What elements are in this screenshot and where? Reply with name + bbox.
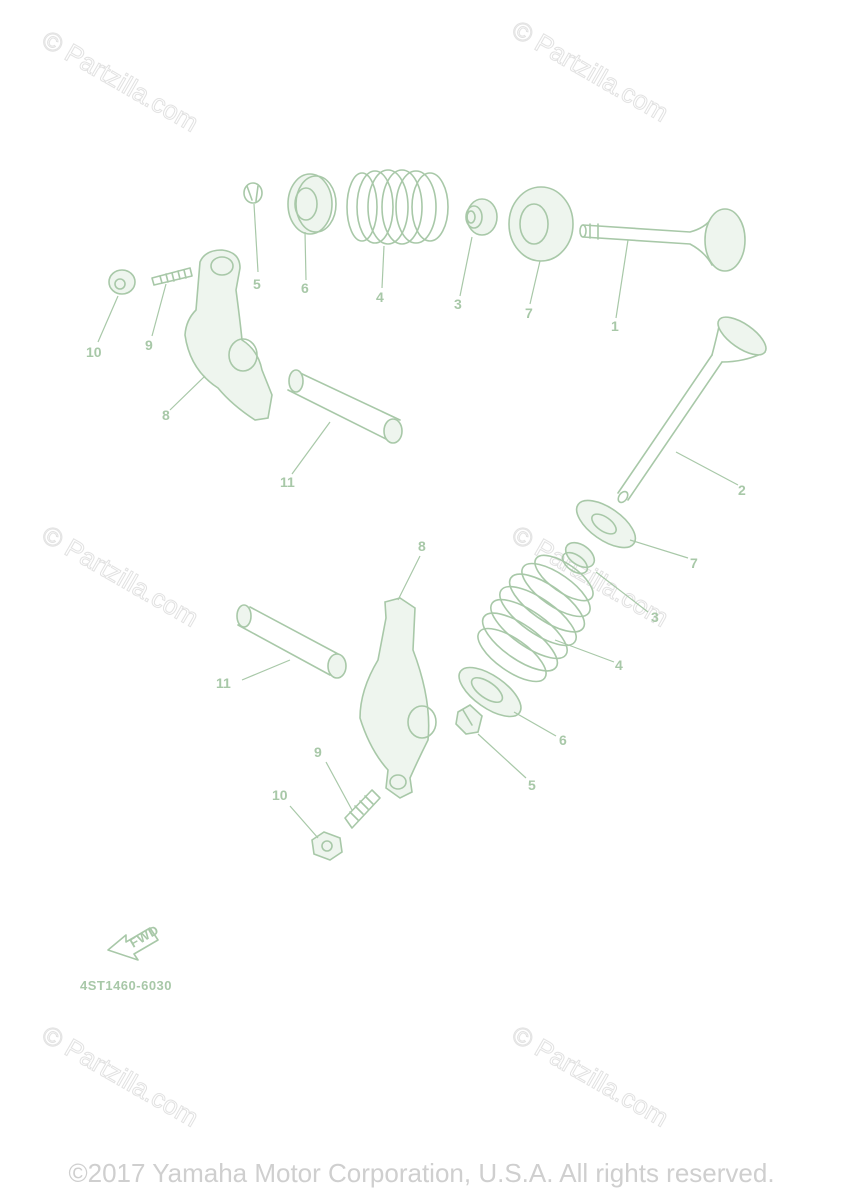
callout-label: 10 (272, 787, 288, 803)
callout-label: 4 (376, 289, 384, 305)
callout-label: 6 (301, 280, 309, 296)
watermark: © Partzilla.com (507, 14, 674, 128)
callout-label: 7 (525, 305, 533, 321)
callout-label: 4 (615, 657, 623, 673)
valve-stem-seal-part (465, 198, 498, 236)
callout-label: 1 (611, 318, 619, 334)
callout-label: 3 (454, 296, 462, 312)
watermark: © Partzilla.com (507, 1019, 674, 1133)
valve-cotter-part (455, 704, 483, 735)
callout-label: 2 (738, 482, 746, 498)
intake-valve-part (579, 208, 746, 272)
rocker-arm-part (359, 597, 437, 799)
valve-cotter-part (243, 182, 263, 204)
rocker-shaft-part (236, 604, 347, 679)
valve-spring-part (477, 554, 594, 683)
watermark: © Partzilla.com (37, 1019, 204, 1133)
fwd-arrow-icon: FWD (107, 922, 161, 961)
callout-label: 9 (145, 337, 153, 353)
upper-assembly: 5 6 4 3 7 1 10 9 8 11 2 (86, 169, 767, 504)
adjusting-screw-part (344, 789, 381, 829)
callout-label: 11 (280, 474, 295, 490)
spring-retainer-part (287, 173, 337, 235)
watermark: © Partzilla.com (37, 519, 204, 633)
callout-label: 10 (86, 344, 102, 360)
locknut-part (311, 831, 343, 861)
copyright-notice: ©2017 Yamaha Motor Corporation, U.S.A. A… (68, 1158, 775, 1188)
spring-seat-part (508, 186, 574, 262)
drawing-code: 4ST1460-6030 (80, 978, 172, 993)
callout-label: 5 (253, 276, 261, 292)
rocker-arm-part (184, 249, 273, 421)
callout-label: 9 (314, 744, 322, 760)
callout-label: 6 (559, 732, 567, 748)
valve-spring-part (346, 169, 449, 245)
locknut-part (108, 269, 136, 295)
watermark: © Partzilla.com (37, 24, 204, 138)
spring-retainer-part (458, 666, 522, 718)
callout-label: 5 (528, 777, 536, 793)
callout-label: 8 (418, 538, 426, 554)
rocker-shaft-part (287, 369, 403, 444)
spring-seat-part (575, 499, 637, 549)
valve-stem-seal-part (561, 541, 596, 575)
callout-label: 7 (690, 555, 698, 571)
fwd-label: FWD (127, 922, 161, 951)
callout-label: 3 (651, 609, 659, 625)
callouts-lower: 7 3 8 4 11 6 9 5 10 (216, 538, 698, 839)
lower-assembly: 7 3 8 4 11 6 9 5 10 (216, 499, 698, 861)
adjusting-screw-part (151, 267, 193, 286)
exhaust-valve-part: 2 (617, 316, 767, 504)
callouts-upper: 5 6 4 3 7 1 10 9 8 11 (86, 203, 629, 490)
callout-label: 11 (216, 675, 231, 691)
callout-label: 8 (162, 407, 170, 423)
